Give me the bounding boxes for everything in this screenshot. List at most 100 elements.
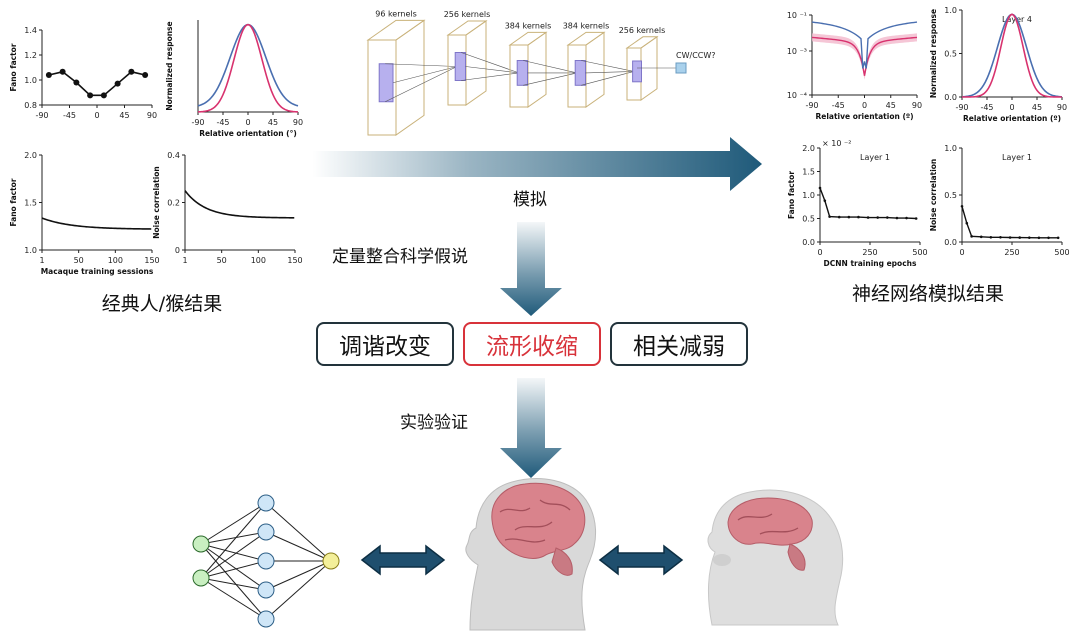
x-axis-label: Relative orientation (º)	[815, 112, 913, 121]
data-point	[886, 216, 889, 219]
x-tick-label: -45	[63, 111, 76, 120]
data-point	[1008, 236, 1012, 239]
y-tick-label: 1.0	[944, 6, 957, 15]
y-tick-label: 0.5	[944, 50, 957, 59]
y-axis-label: Fano factor	[9, 43, 18, 91]
y-tick-label: 0	[175, 246, 180, 255]
tuning-curve-pink	[197, 23, 299, 113]
cnn-layer-top	[366, 19, 426, 41]
nn-input-node	[192, 569, 210, 587]
x-tick-label: 500	[1054, 248, 1069, 257]
cnn-layer-side	[527, 31, 547, 108]
data-point	[895, 216, 899, 220]
y-tick-label: 0.0	[944, 238, 957, 247]
x-tick-label: -90	[955, 103, 968, 112]
x-tick-label: 150	[144, 256, 159, 265]
y-tick-label: 10 ⁻¹	[787, 11, 807, 20]
y-tick-label: 1.2	[24, 51, 37, 60]
x-tick-label: 90	[293, 118, 303, 127]
label-integrate-hypotheses: 定量整合科学假说	[332, 247, 468, 267]
y-tick-label: 1.0	[24, 76, 37, 85]
cnn-layer-label: 256 kernels	[619, 26, 666, 35]
cnn-output-label: CW/CCW?	[676, 51, 716, 60]
cnn-kernel	[632, 60, 642, 83]
data-point	[837, 215, 841, 219]
data-point	[818, 186, 822, 190]
y-tick-label: 1.5	[802, 168, 815, 177]
y-tick-label: 10 ⁻⁴	[787, 91, 807, 100]
nn-edge	[200, 577, 267, 620]
x-tick-label: 50	[217, 256, 227, 265]
cnn-layer-label: 384 kernels	[563, 21, 610, 30]
data-point	[866, 216, 870, 219]
nn-output-node	[322, 552, 340, 570]
nn-edge	[200, 543, 267, 591]
nn-edge	[200, 543, 267, 562]
x-tick-label: 0	[245, 118, 250, 127]
tuning-curve-blue	[961, 13, 1063, 98]
cnn-output-unit	[675, 62, 687, 74]
cnn-layer-top	[446, 20, 488, 36]
cnn-connection	[581, 60, 635, 72]
cnn-kernel	[574, 60, 587, 86]
x-tick-label: 500	[912, 248, 927, 257]
y-tick-label: 1.5	[24, 199, 37, 208]
cnn-architecture-diagram: 96 kernels 256 kernels 384 kernels 384 kern…	[366, 9, 716, 136]
box-correlation-reduction: 相关减弱	[610, 322, 748, 366]
data-point	[1056, 236, 1060, 240]
data-point	[87, 92, 94, 99]
y-tick-label: 0.0	[802, 238, 815, 247]
y-tick-label: 1.0	[944, 144, 957, 153]
x-tick-label: 0	[94, 111, 99, 120]
x-tick-label: 45	[119, 111, 129, 120]
y-tick-label: 0.8	[24, 101, 37, 110]
y-axis-label: Normalized response	[929, 9, 938, 98]
y-tick-label: 1.0	[24, 246, 37, 255]
down-arrow-validate	[500, 378, 562, 478]
nn-hidden-node	[257, 610, 275, 628]
x-axis-label: Relative orientation (º)	[963, 114, 1061, 123]
x-tick-label: -45	[832, 101, 845, 110]
cnn-connection	[385, 66, 458, 103]
nn-hidden-node	[257, 552, 275, 570]
data-point	[100, 92, 107, 99]
human-head-brain-icon	[465, 478, 597, 631]
y-axis-label: Fano factor	[9, 178, 18, 226]
cnn-connection	[581, 71, 635, 86]
x-tick-label: 100	[251, 256, 266, 265]
x-tick-label: 1	[39, 256, 44, 265]
data-point	[965, 221, 969, 225]
nn-edge	[200, 502, 267, 579]
scale-note: × 10 ⁻²	[822, 139, 851, 148]
x-tick-label: 45	[886, 101, 896, 110]
data-point	[1028, 236, 1031, 239]
x-tick-label: 0	[862, 101, 867, 110]
monkey-head-brain-icon	[707, 489, 844, 626]
double-arrow-icon	[598, 544, 684, 576]
cnn-connection	[585, 71, 635, 74]
data-point	[857, 215, 860, 219]
y-tick-label: 0.0	[944, 93, 957, 102]
x-tick-label: 0	[817, 248, 822, 257]
nn-edge	[200, 531, 267, 579]
cnn-layer-side	[465, 20, 487, 106]
data-point	[847, 215, 851, 219]
cnn-kernel	[378, 63, 394, 103]
data-point	[914, 217, 918, 220]
cnn-layer: 96 kernels	[366, 9, 458, 136]
x-tick-label: -45	[216, 118, 229, 127]
cnn-layer: 384 kernels	[505, 21, 578, 108]
cnn-kernel	[516, 60, 529, 86]
x-axis-label: Relative orientation (°)	[199, 129, 297, 138]
fano-curve-pink	[811, 36, 918, 76]
data-point	[1037, 236, 1041, 240]
x-tick-label: 100	[108, 256, 123, 265]
cnn-layer-label: 384 kernels	[505, 21, 552, 30]
data-point	[989, 236, 993, 239]
box-manifold-shrinkage: 流形收缩	[463, 322, 601, 366]
x-tick-label: 1	[182, 256, 187, 265]
y-tick-label: 1.0	[802, 191, 815, 200]
